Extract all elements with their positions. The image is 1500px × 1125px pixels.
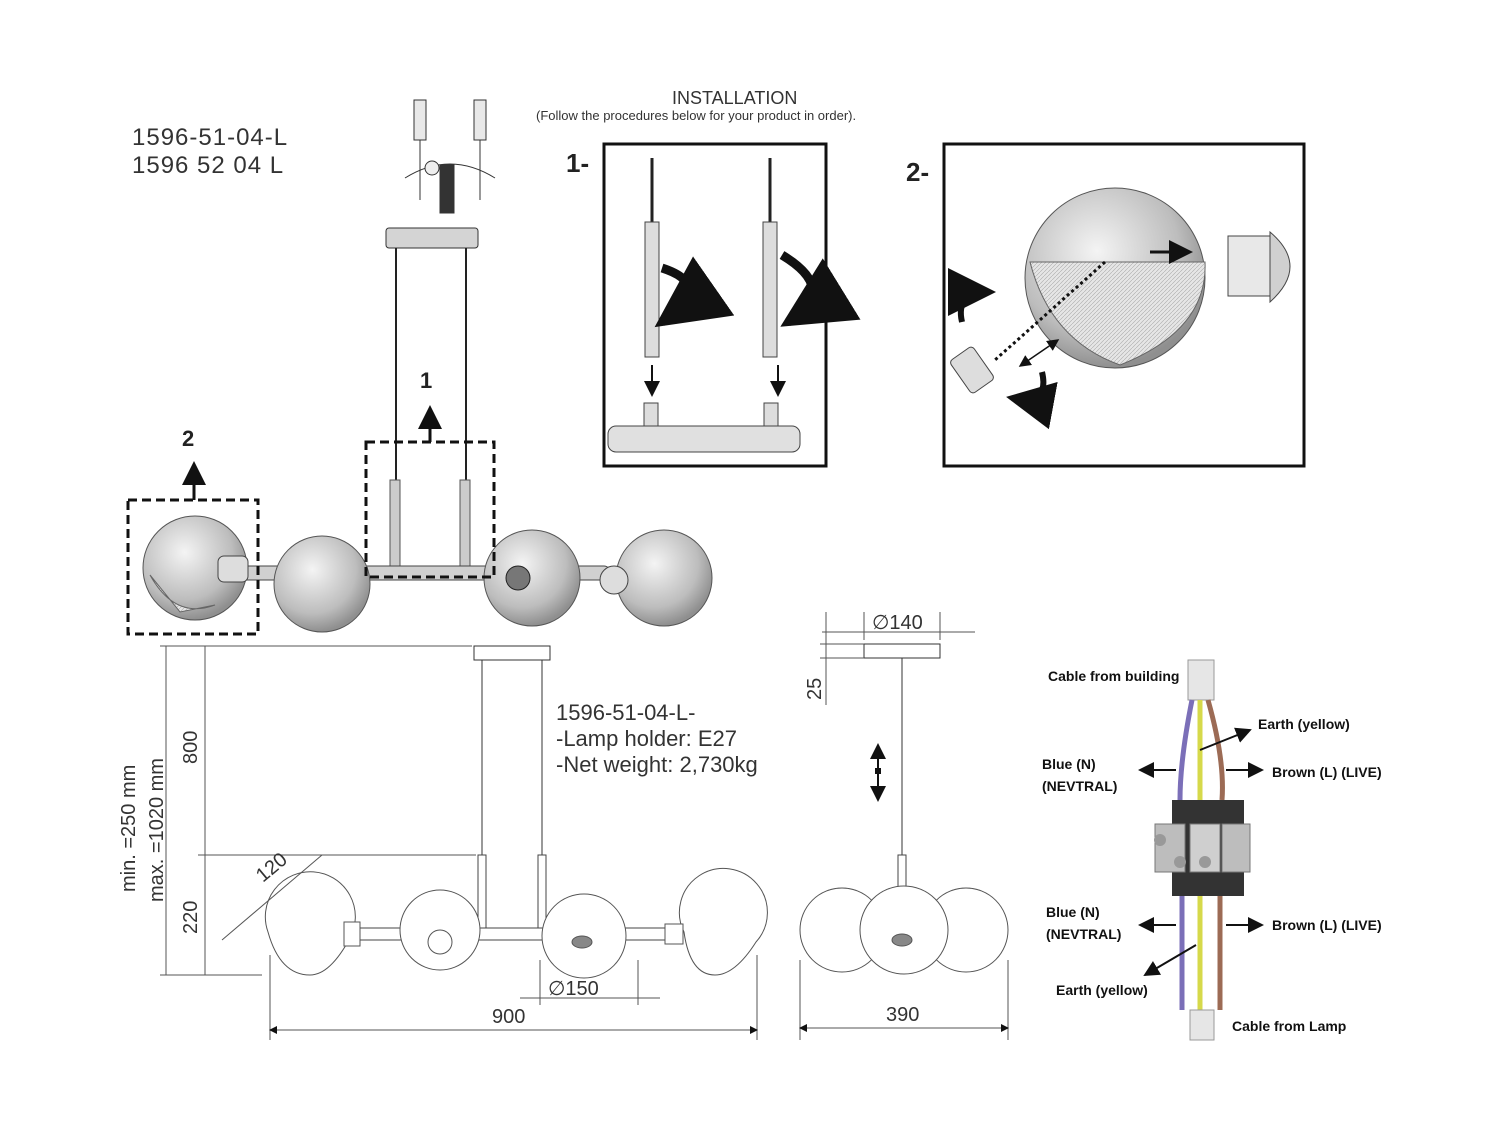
dim-width: 390 [886, 1004, 920, 1026]
dim-globe-diameter: ∅150 [548, 978, 599, 1000]
spec-lamp-holder: -Lamp holder: E27 [556, 726, 737, 751]
step1-label: 1- [566, 148, 590, 178]
label-brown-bottom: Brown (L) (LIVE) [1272, 917, 1382, 933]
fixture-perspective [142, 227, 713, 633]
step1-panel [602, 142, 861, 468]
label-brown-top: Brown (L) (LIVE) [1272, 764, 1382, 780]
label-blue-top-1: Blue (N) [1042, 756, 1096, 772]
label-earth-bottom: Earth (yellow) [1056, 982, 1148, 998]
label-cable-lamp: Cable from Lamp [1232, 1018, 1347, 1034]
spec-block: 1596-51-04-L- -Lamp holder: E27 -Net wei… [556, 700, 758, 778]
mounting-hardware [404, 99, 496, 214]
label-earth-top: Earth (yellow) [1258, 716, 1350, 732]
dim-body-height: 220 [180, 900, 202, 934]
installation-subtitle: (Follow the procedures below for your pr… [536, 108, 857, 123]
dim-max-height: max. =1020 mm [146, 758, 168, 902]
callout-marker-2: 2 [182, 426, 195, 451]
spec-net-weight: -Net weight: 2,730kg [556, 752, 758, 777]
side-elevation [799, 643, 1009, 975]
installation-title: INSTALLATION [672, 88, 798, 108]
callout-marker-1: 1 [420, 368, 433, 393]
label-cable-building: Cable from building [1048, 668, 1180, 684]
step2-panel [942, 142, 1306, 468]
front-elevation [264, 645, 768, 979]
dim-length: 900 [492, 1006, 526, 1028]
model-code-1: 1596-51-04-L [132, 124, 289, 151]
model-codes: 1596-51-04-L 1596 52 04 L [132, 124, 288, 180]
step2-label: 2- [906, 157, 930, 187]
label-blue-bottom-1: Blue (N) [1046, 904, 1100, 920]
dim-canopy-diameter: ∅140 [872, 612, 923, 634]
model-code-2: 1596 52 04 L [132, 152, 285, 179]
wiring-diagram [1138, 659, 1264, 1041]
label-blue-top-2: (NEVTRAL) [1042, 778, 1118, 794]
dim-drop: 800 [180, 730, 202, 764]
dimension-lines [160, 612, 1009, 1040]
callout-box-1 [364, 440, 496, 579]
dim-min-height: min. =250 mm [118, 764, 140, 892]
spec-model: 1596-51-04-L- [556, 700, 696, 725]
dim-canopy-height: 25 [804, 677, 826, 700]
label-blue-bottom-2: (NEVTRAL) [1046, 926, 1122, 942]
